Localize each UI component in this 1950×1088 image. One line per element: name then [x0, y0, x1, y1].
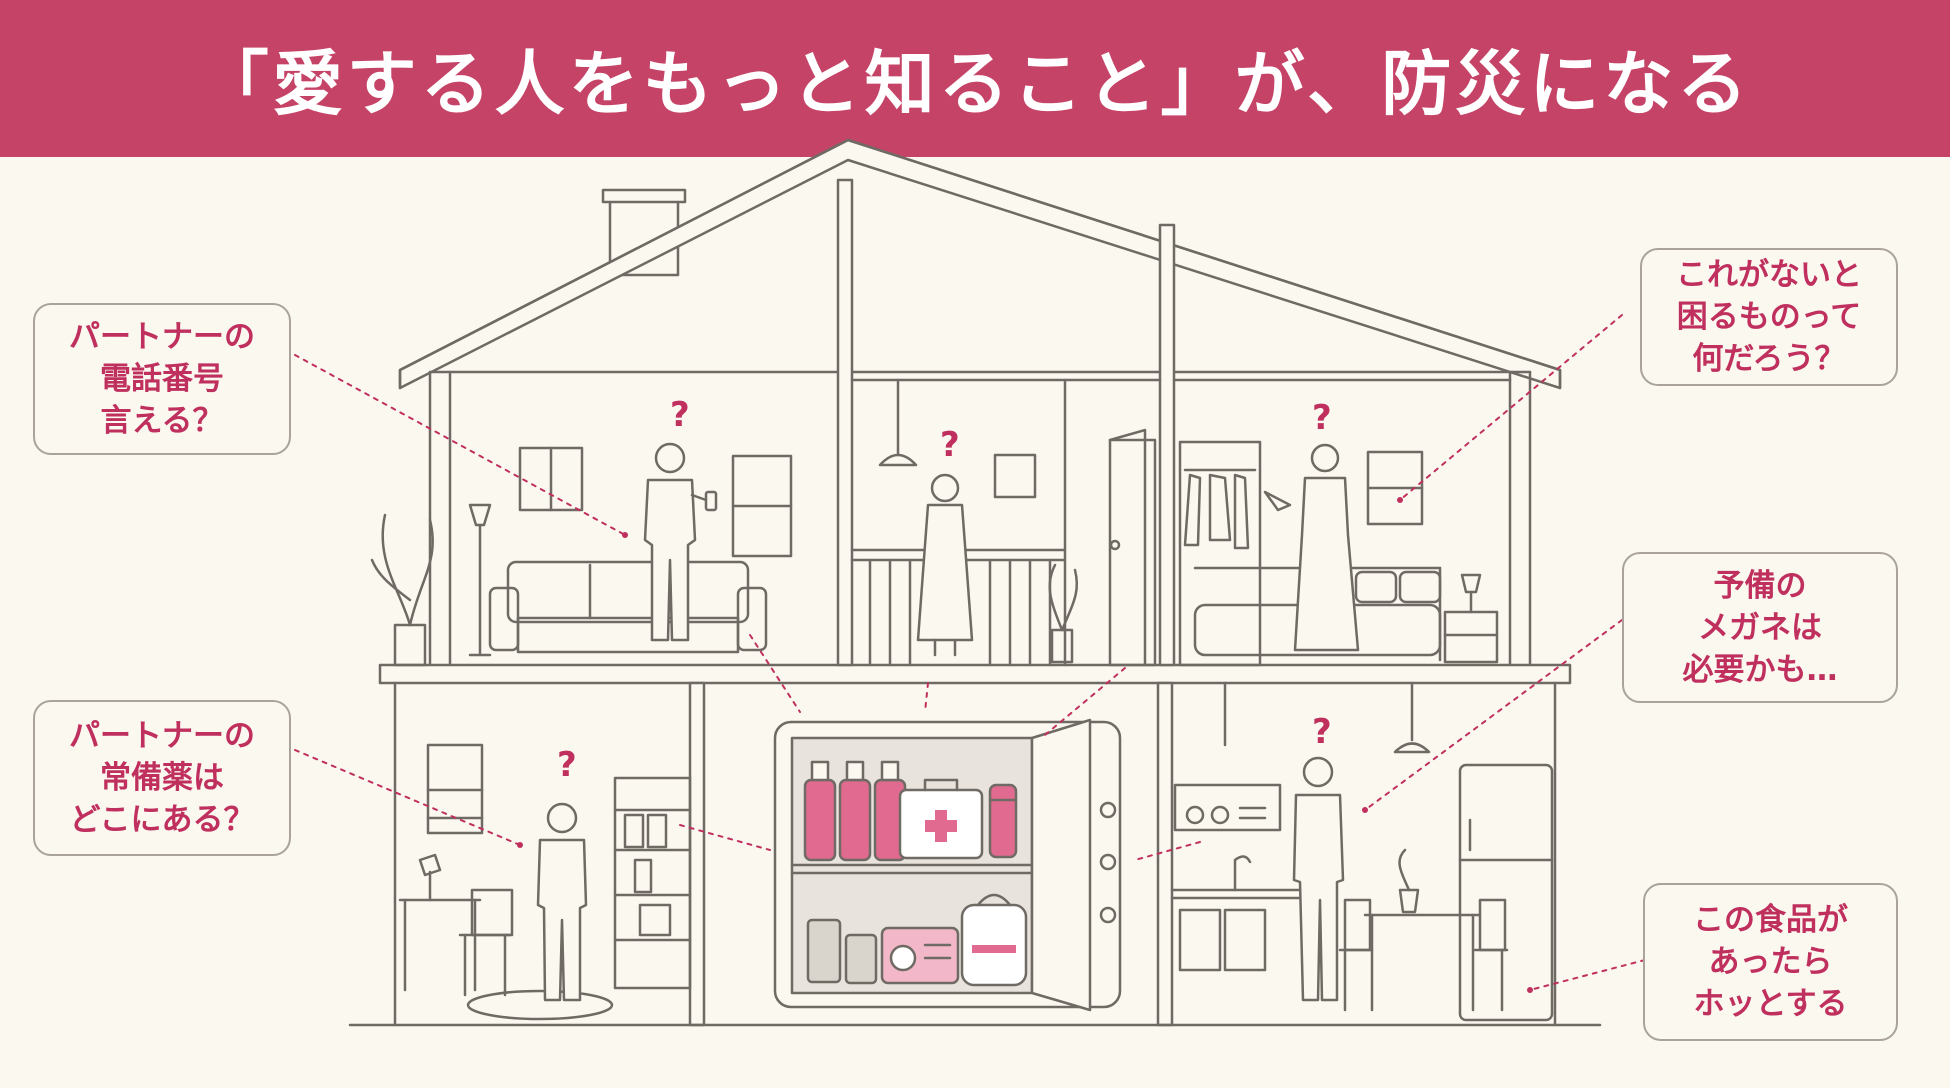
callout-line: 言える？ — [100, 403, 224, 439]
page-title: 「愛する人をもっと知ること」が、防災になる — [198, 43, 1752, 125]
callout-phone-number: パートナーの 電話番号 言える？ — [33, 303, 291, 455]
callout-line: パートナーの — [69, 319, 255, 355]
connector-lines — [294, 314, 1646, 991]
callout-line: あったら — [1708, 944, 1833, 980]
callout-medicine: パートナーの 常備薬は どこにある？ — [33, 700, 291, 856]
radio-icon — [880, 926, 960, 985]
first-aid-kit-icon — [898, 778, 984, 860]
question-mark: ? — [1312, 712, 1332, 752]
canned-food-icon — [806, 918, 878, 985]
callout-line: この食品が — [1693, 902, 1848, 938]
callout-line: 困るものって — [1676, 299, 1862, 335]
water-bottle-icon — [803, 760, 907, 862]
man-with-phone-icon — [643, 442, 718, 642]
callout-essentials: これがないと 困るものって 何だろう？ — [1640, 248, 1898, 386]
title-banner: 「愛する人をもっと知ること」が、防災になる — [0, 0, 1950, 157]
callout-line: メガネは — [1698, 609, 1822, 646]
callout-line: 何だろう？ — [1692, 341, 1846, 377]
callout-line: 電話番号 — [100, 361, 224, 397]
thinking-man-icon — [536, 802, 588, 1002]
callout-line: パートナーの — [69, 718, 255, 754]
callout-line: 常備薬は — [100, 760, 224, 796]
callout-food: この食品が あったら ホッとする — [1643, 883, 1898, 1041]
callout-line: ホッとする — [1693, 986, 1848, 1022]
callout-glasses: 予備の メガネは 必要かも… — [1622, 552, 1898, 703]
callout-line: これがないと — [1676, 257, 1862, 293]
flashlight-icon — [988, 783, 1018, 859]
callout-line: どこにある？ — [69, 802, 255, 838]
question-mark: ? — [940, 425, 960, 465]
question-mark: ? — [557, 745, 577, 785]
roof-icon — [398, 138, 1562, 390]
woman-with-hanger-icon — [1263, 443, 1360, 652]
backpack-icon — [960, 893, 1028, 987]
question-mark: ? — [670, 395, 690, 435]
callout-line: 予備の — [1713, 567, 1807, 604]
question-mark: ? — [1312, 398, 1332, 438]
thinking-man-kitchen-icon — [1292, 756, 1345, 1002]
callout-line: 必要かも… — [1682, 651, 1838, 688]
thinking-woman-icon — [916, 473, 974, 657]
